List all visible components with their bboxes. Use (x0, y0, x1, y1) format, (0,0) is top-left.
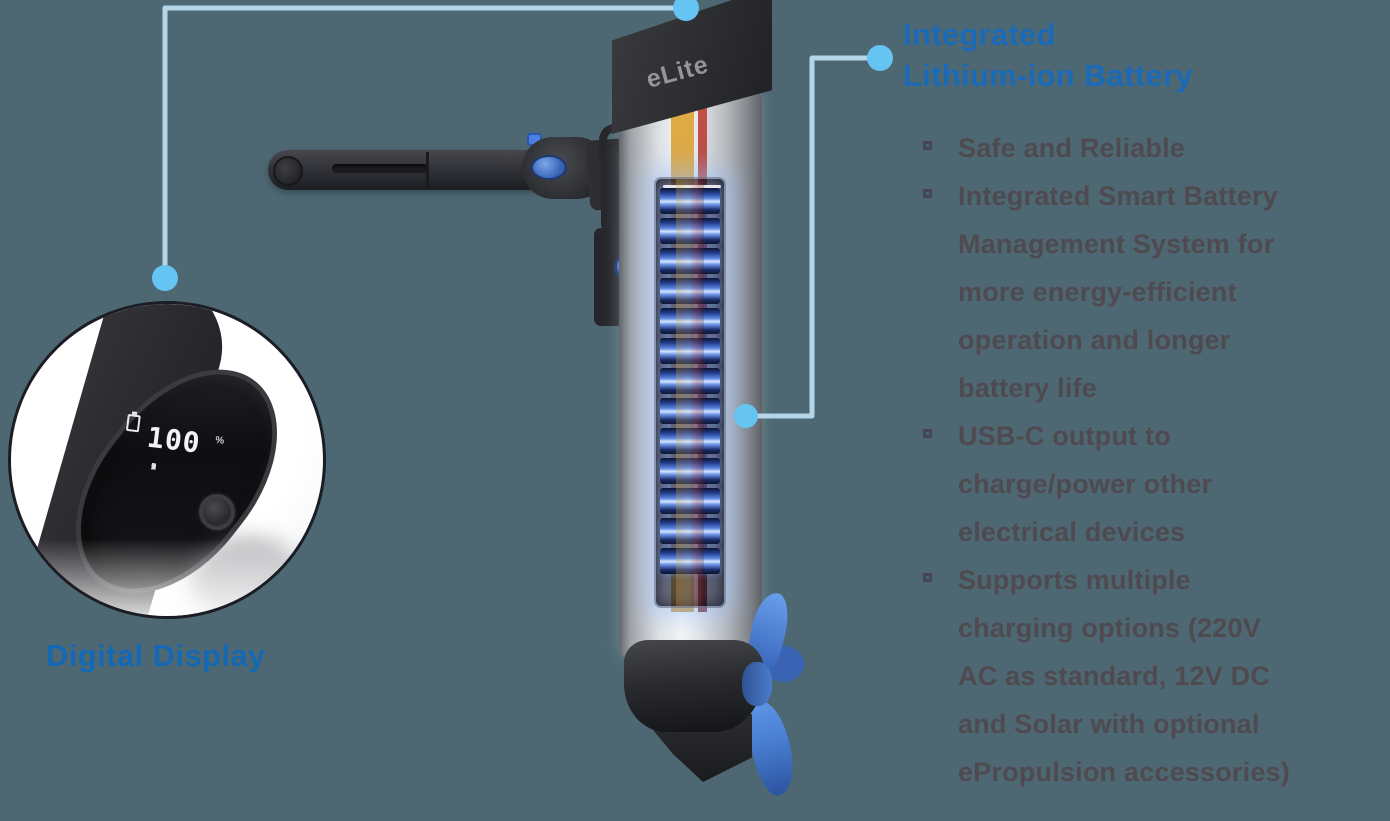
percent-symbol: % (214, 434, 225, 447)
digital-display-label: Digital Display (46, 638, 266, 673)
power-button (199, 494, 235, 530)
battery-feature-list: Safe and Reliable Integrated Smart Batte… (920, 124, 1298, 796)
battery-title-line2: Lithium-ion Battery (903, 58, 1193, 93)
battery-feature-text: Safe and Reliable (958, 133, 1185, 163)
battery-title-line1: Integrated (903, 17, 1056, 52)
battery-harness-stripes (676, 179, 704, 606)
battery-feature-item: USB-C output to charge/power other elect… (920, 412, 1298, 556)
digital-display-screen: 100 % (112, 407, 240, 491)
battery-cell (660, 308, 720, 334)
battery-icon (125, 413, 141, 433)
battery-feature-item: Integrated Smart Battery Management Syst… (920, 172, 1298, 412)
motor-pod (624, 640, 764, 732)
battery-cell (660, 488, 720, 514)
battery-cell (660, 398, 720, 424)
battery-feature-text: Supports multiple charging options (220V… (958, 565, 1290, 787)
battery-cell (660, 428, 720, 454)
bullet-square-icon (923, 141, 932, 150)
battery-cell (660, 368, 720, 394)
battery-percent-value: 100 (145, 420, 203, 460)
battery-cell (660, 278, 720, 304)
battery-cell (660, 518, 720, 544)
bullet-square-icon (923, 429, 932, 438)
battery-cell-stack (656, 188, 724, 606)
digital-display-inset: 100 % (8, 301, 326, 619)
battery-cell (660, 548, 720, 574)
propeller-hub (742, 662, 772, 706)
battery-window-highlight (663, 185, 721, 188)
battery-feature-item: Supports multiple charging options (220V… (920, 556, 1298, 796)
bullet-square-icon (923, 189, 932, 198)
tiller-segment-joint (426, 152, 429, 188)
bullet-square-icon (923, 573, 932, 582)
tiller-grip-slot (332, 164, 428, 173)
inset-bottom-fade (11, 539, 323, 616)
segment-dot (151, 463, 157, 470)
battery-cell (660, 338, 720, 364)
tiller-end-cap (273, 156, 303, 186)
battery-feature-text: Integrated Smart Battery Management Syst… (958, 181, 1278, 403)
battery-section-title: Integrated Lithium-ion Battery (903, 14, 1193, 96)
battery-feature-item: Safe and Reliable (920, 124, 1298, 172)
tiller-blue-button (531, 155, 567, 180)
battery-feature-text: USB-C output to charge/power other elect… (958, 421, 1213, 547)
battery-cell (660, 458, 720, 484)
battery-window (654, 177, 726, 608)
